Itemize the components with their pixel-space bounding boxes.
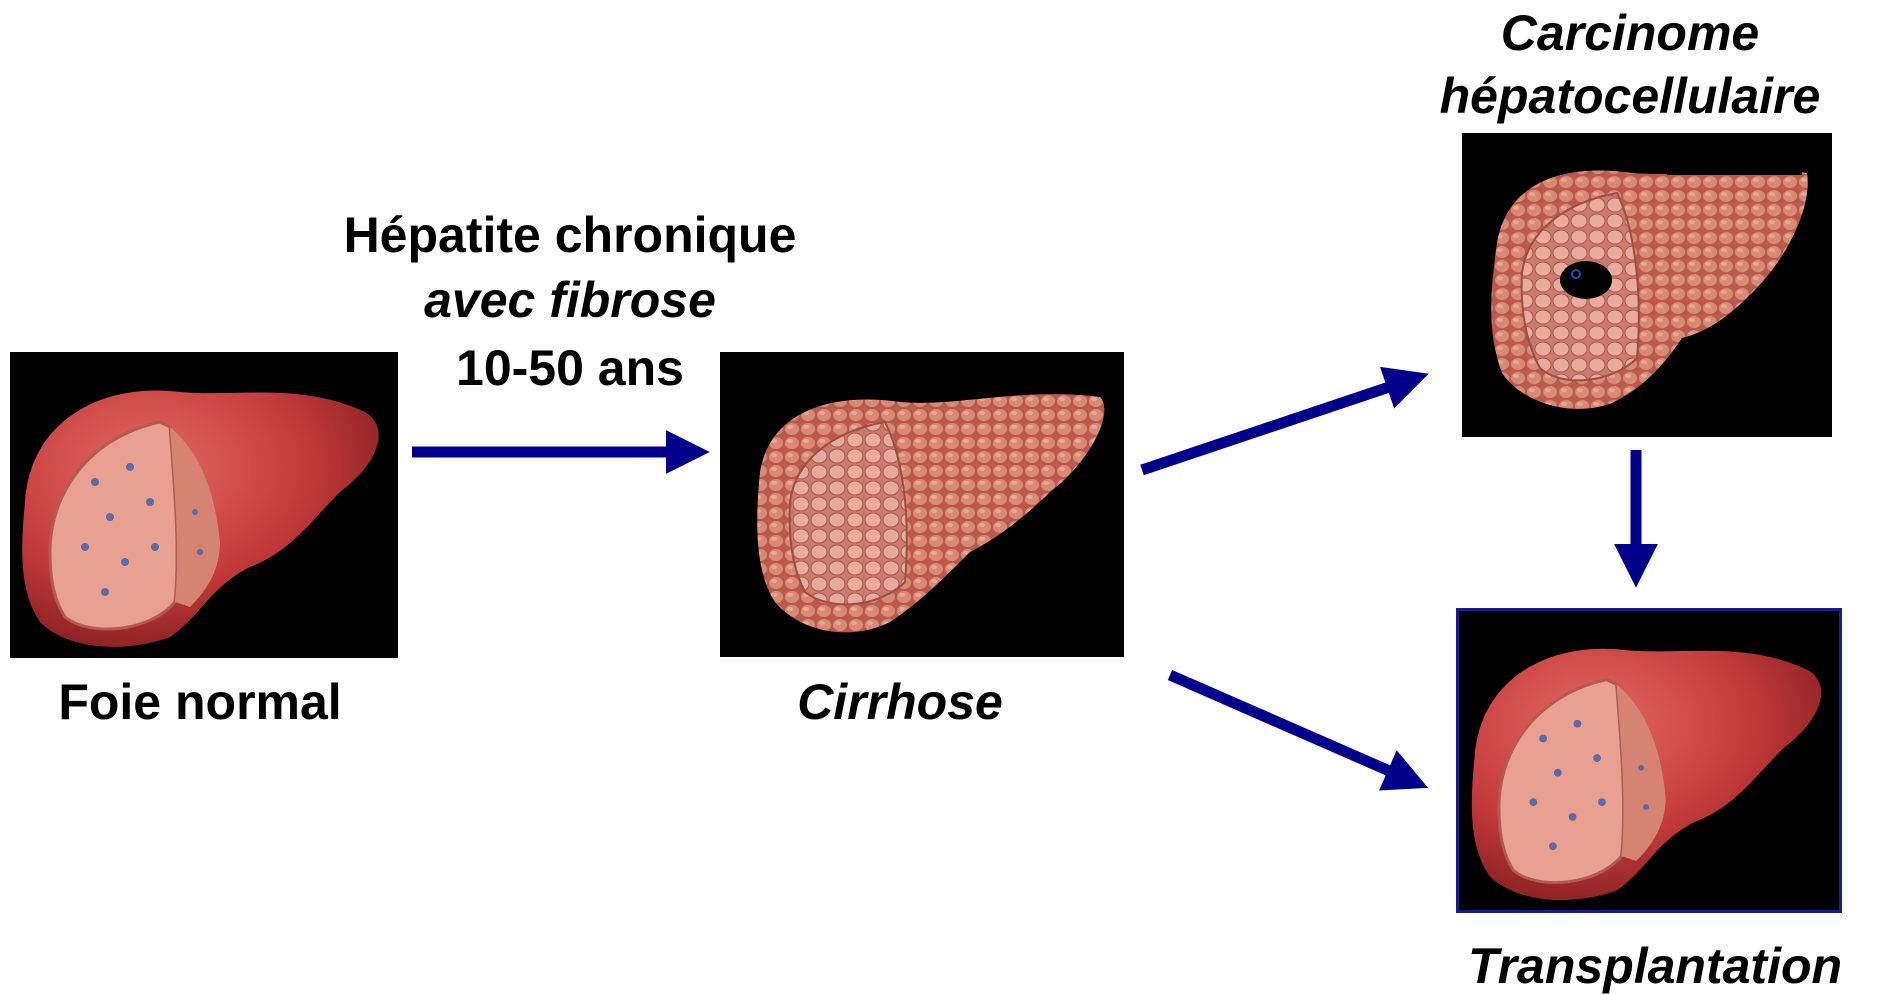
label-carcinoma-line2: hépatocellulaire: [1390, 66, 1870, 126]
label-transplant: Transplantation: [1440, 940, 1870, 992]
cirrhosis-liver-image: [720, 352, 1124, 657]
carcinoma-liver-image: [1462, 133, 1832, 437]
label-hepatitis-line1: Hépatite chronique: [310, 205, 830, 265]
carcinoma-liver-illustration: [1462, 133, 1832, 437]
normal-liver-image: [10, 352, 398, 658]
normal-liver-illustration: [10, 352, 398, 658]
transplant-liver-image: [1456, 608, 1842, 913]
transplant-liver-illustration: [1459, 611, 1839, 910]
label-carcinoma-line1: Carcinome: [1390, 3, 1870, 63]
arrow-cirrhosis-to-transplant: [1170, 675, 1410, 780]
cirrhosis-liver-illustration: [720, 352, 1124, 657]
label-hepatitis-duration: 10-50 ans: [380, 338, 760, 398]
arrow-cirrhosis-to-carcinoma: [1142, 380, 1410, 470]
label-hepatitis-line2: avec fibrose: [310, 270, 830, 330]
label-cirrhosis: Cirrhose: [740, 672, 1060, 732]
label-normal-liver: Foie normal: [10, 672, 390, 732]
tumor-mark: [1560, 261, 1612, 299]
